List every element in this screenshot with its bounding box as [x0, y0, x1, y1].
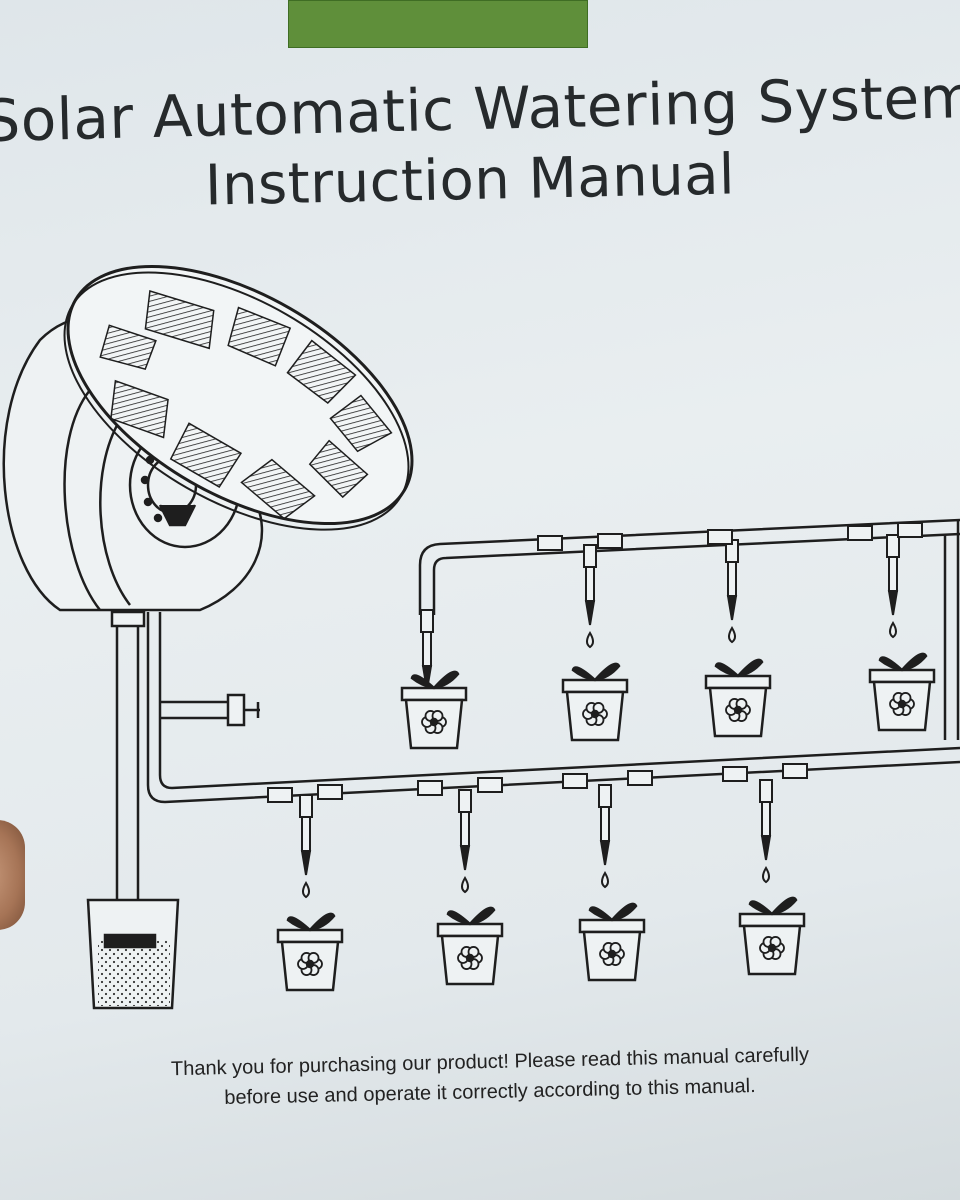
water-tank-icon [86, 898, 180, 1010]
dripper-icon [299, 794, 313, 899]
pipe-connector [722, 766, 748, 782]
dripper-pot-unit [561, 544, 629, 742]
flower-pot-icon [436, 906, 504, 986]
solar-panel-icon [63, 264, 414, 531]
dripper-icon [458, 789, 472, 894]
brand-tab [288, 0, 588, 48]
pipe-connector [597, 533, 623, 549]
dripper-pot-unit [738, 779, 806, 976]
dripper-icon [583, 544, 597, 649]
pipe-connector [897, 522, 923, 538]
pipe-connectors [267, 522, 923, 803]
dripper-pot-unit [868, 534, 936, 732]
watering-system-diagram [2, 264, 960, 1010]
flower-pot-icon [561, 662, 629, 742]
flower-pot-icon [276, 912, 344, 992]
pipe-connector [417, 780, 443, 796]
pipe-connector [627, 770, 653, 786]
flower-pot-icon [704, 658, 772, 738]
pipe-connector [267, 787, 293, 803]
pipe-connector [477, 777, 503, 793]
intake-pipe [110, 610, 146, 930]
dripper-pot-unit [276, 794, 344, 992]
pipe-connector [782, 763, 808, 779]
flower-pot-icon [738, 896, 806, 976]
lower-pots [276, 779, 806, 992]
dripper-pot-unit [578, 784, 646, 982]
dripper-icon [598, 784, 612, 889]
pipe-connector [537, 535, 563, 551]
pipe-connector [317, 784, 343, 800]
dripper-icon [759, 779, 773, 884]
flower-pot-icon [868, 652, 936, 732]
outlet-pipe [146, 612, 960, 804]
upper-pots [400, 534, 936, 750]
flower-pot-icon [400, 670, 468, 750]
photo-finger [0, 820, 25, 930]
dripper-pot-unit [436, 789, 504, 986]
flower-pot-icon [578, 902, 646, 982]
dripper-pot-unit [704, 539, 772, 738]
pipe-connector [562, 773, 588, 789]
dripper-icon [886, 534, 900, 639]
upper-branch-pipe [418, 518, 960, 740]
pipe-connector [707, 529, 733, 545]
dripper-pot-unit [400, 609, 468, 750]
dripper-icon [725, 539, 739, 644]
pipe-connector [847, 525, 873, 541]
